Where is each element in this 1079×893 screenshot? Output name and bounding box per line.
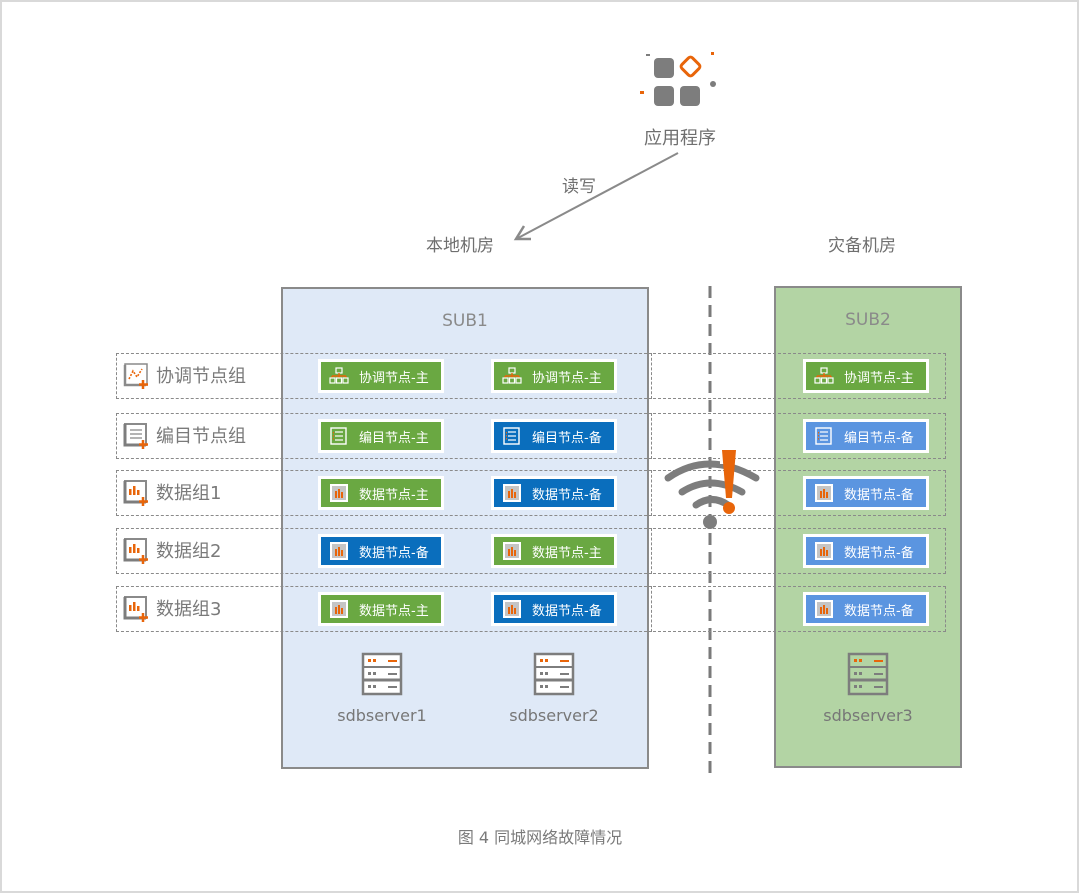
node-label: 编目节点-主 xyxy=(359,430,429,446)
node-label: 编目节点-备 xyxy=(532,430,602,446)
group-row-remote xyxy=(648,586,946,632)
group-label: 数据组1 xyxy=(122,478,221,506)
server-label: sdbserver1 xyxy=(337,706,427,725)
node-label: 协调节点-主 xyxy=(532,370,602,386)
group-label: 协调节点组 xyxy=(122,361,246,389)
group-row-local xyxy=(116,528,652,574)
dr-room-label: 灾备机房 xyxy=(828,236,896,256)
group-label: 数据组2 xyxy=(122,536,221,564)
group-row-local xyxy=(116,586,652,632)
data-group-icon xyxy=(122,536,150,564)
coord-node: 协调节点-主 xyxy=(803,359,929,393)
catalog-node: 编目节点-主 xyxy=(318,419,444,453)
site-title: SUB2 xyxy=(845,310,891,330)
group-row-remote xyxy=(648,470,946,516)
application-icon xyxy=(640,52,716,106)
server-sdbserver2: sdbserver2 xyxy=(494,652,614,725)
data-node: 数据节点-主 xyxy=(318,592,444,626)
server-label: sdbserver2 xyxy=(509,706,599,725)
node-label: 数据节点-备 xyxy=(844,603,914,619)
node-label: 数据节点-主 xyxy=(359,487,429,503)
group-label-text: 协调节点组 xyxy=(156,366,246,387)
data-node: 数据节点-备 xyxy=(491,476,617,510)
node-label: 数据节点-主 xyxy=(359,603,429,619)
catalog-node-icon xyxy=(814,427,834,445)
node-label: 协调节点-主 xyxy=(359,370,429,386)
data-node: 数据节点-主 xyxy=(318,476,444,510)
data-node-icon xyxy=(814,542,834,560)
node-label: 数据节点-备 xyxy=(532,603,602,619)
read-write-arrow xyxy=(513,152,679,241)
catalog-node-icon xyxy=(502,427,522,445)
node-label: 数据节点-主 xyxy=(532,545,602,561)
coord-node-icon xyxy=(814,367,834,385)
group-row-local xyxy=(116,353,652,399)
group-row-remote xyxy=(648,528,946,574)
data-node: 数据节点-备 xyxy=(803,476,929,510)
node-label: 数据节点-备 xyxy=(532,487,602,503)
coord-group-icon xyxy=(122,361,150,389)
node-label: 数据节点-备 xyxy=(359,545,429,561)
server-icon xyxy=(361,652,403,696)
group-row-remote xyxy=(648,353,946,399)
group-label: 编目节点组 xyxy=(122,421,246,449)
node-label: 协调节点-主 xyxy=(844,370,914,386)
node-label: 编目节点-备 xyxy=(844,430,914,446)
data-node: 数据节点-备 xyxy=(318,534,444,568)
data-node: 数据节点-备 xyxy=(803,534,929,568)
group-label-text: 数据组3 xyxy=(156,599,222,620)
data-group-icon xyxy=(122,594,150,622)
group-row-remote xyxy=(648,413,946,459)
data-node: 数据节点-备 xyxy=(491,592,617,626)
application-label: 应用程序 xyxy=(644,128,716,149)
data-node: 数据节点-备 xyxy=(803,592,929,626)
data-node: 数据节点-主 xyxy=(491,534,617,568)
group-label: 数据组3 xyxy=(122,594,221,622)
node-label: 数据节点-备 xyxy=(844,545,914,561)
data-node-icon xyxy=(502,600,522,618)
data-node-icon xyxy=(329,484,349,502)
read-write-label: 读写 xyxy=(562,177,596,197)
data-node-icon xyxy=(814,600,834,618)
coord-node-icon xyxy=(502,367,522,385)
group-label-text: 数据组2 xyxy=(156,541,222,562)
catalog-node-icon xyxy=(329,427,349,445)
coord-node: 协调节点-主 xyxy=(491,359,617,393)
catalog-group-icon xyxy=(122,421,150,449)
data-node-icon xyxy=(329,542,349,560)
group-row-local xyxy=(116,413,652,459)
local-room-label: 本地机房 xyxy=(426,236,494,256)
group-label-text: 数据组1 xyxy=(156,483,222,504)
group-row-local xyxy=(116,470,652,516)
server-icon xyxy=(533,652,575,696)
node-label: 数据节点-备 xyxy=(844,487,914,503)
coord-node: 协调节点-主 xyxy=(318,359,444,393)
catalog-node: 编目节点-备 xyxy=(491,419,617,453)
data-node-icon xyxy=(329,600,349,618)
server-sdbserver3: sdbserver3 xyxy=(808,652,928,725)
server-label: sdbserver3 xyxy=(823,706,913,725)
network-divider xyxy=(708,286,712,774)
site-title: SUB1 xyxy=(442,311,488,331)
group-label-text: 编目节点组 xyxy=(156,426,246,447)
data-group-icon xyxy=(122,478,150,506)
data-node-icon xyxy=(502,542,522,560)
data-node-icon xyxy=(502,484,522,502)
figure-caption: 图 4 同城网络故障情况 xyxy=(457,828,623,847)
wifi-warning-icon xyxy=(664,448,760,529)
data-node-icon xyxy=(814,484,834,502)
catalog-node: 编目节点-备 xyxy=(803,419,929,453)
server-icon xyxy=(847,652,889,696)
server-sdbserver1: sdbserver1 xyxy=(322,652,442,725)
coord-node-icon xyxy=(329,367,349,385)
